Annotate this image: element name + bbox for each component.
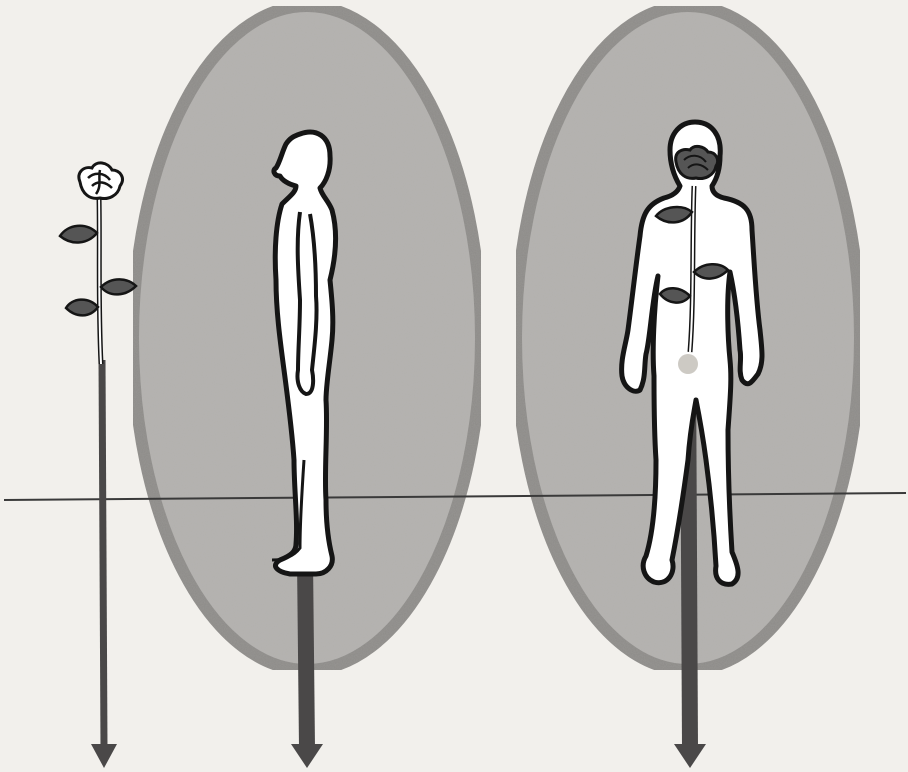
side-human-arrow-shaft	[305, 560, 307, 748]
side-human-arm	[297, 212, 316, 394]
inner-rose-bloom	[676, 146, 718, 178]
rose-arrow-shaft	[102, 360, 104, 748]
rose-leaf	[66, 300, 98, 316]
inner-rose-root-glow	[678, 354, 698, 374]
